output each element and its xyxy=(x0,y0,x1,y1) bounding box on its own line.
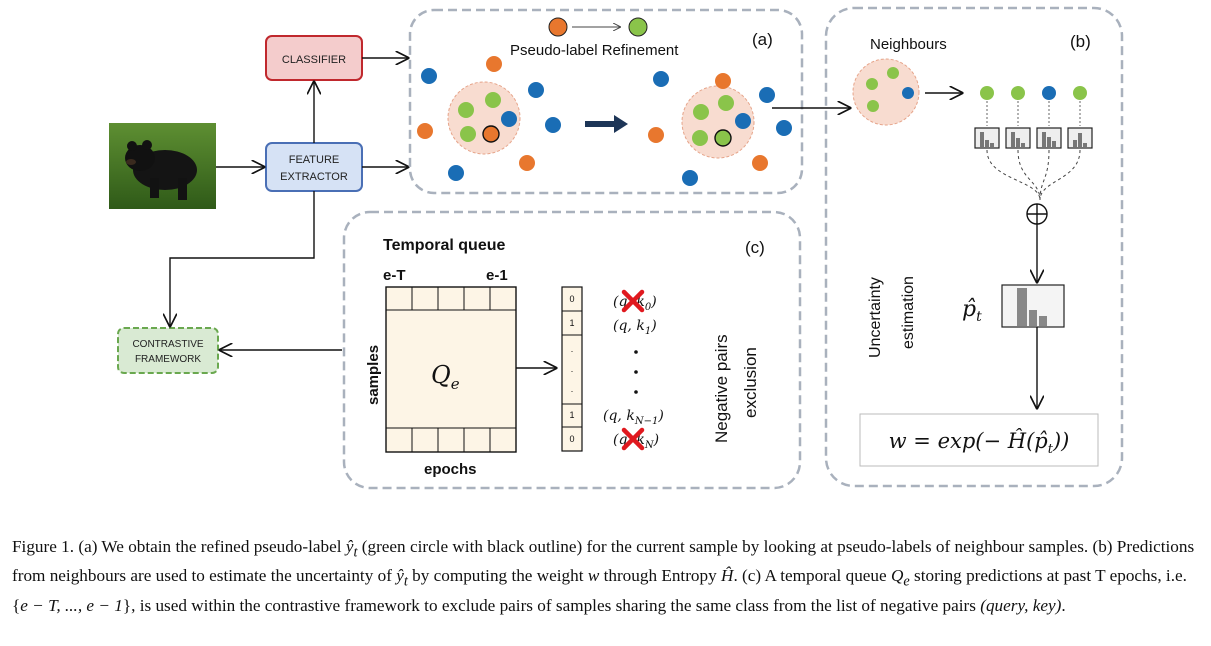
mask-bit: 0 xyxy=(569,294,574,304)
weight-formula-box: w = exp(− Ĥ(p̂t)) xyxy=(859,413,1099,467)
mask-bit: 1 xyxy=(569,410,574,420)
method-diagram: CLASSIFIER FEATURE EXTRACTOR CONTRASTIVE… xyxy=(109,6,1124,490)
uncertainty-label-2: estimation xyxy=(900,276,917,349)
epochs-label: epochs xyxy=(424,461,477,478)
bear-image xyxy=(109,123,216,209)
feature-extractor-box: FEATURE EXTRACTOR xyxy=(265,142,363,192)
negative-pairs-label-2: exclusion xyxy=(741,347,760,418)
exclude-x-icon xyxy=(621,289,645,313)
uncertainty-label-1: Uncertainty xyxy=(867,277,884,358)
contrastive-label-1: CONTRASTIVE xyxy=(132,339,203,350)
aggregated-histogram xyxy=(1001,284,1065,328)
classifier-label: CLASSIFIER xyxy=(282,54,346,66)
contrastive-framework-box: CONTRASTIVE FRAMEWORK xyxy=(117,327,219,374)
mask-bit: 1 xyxy=(569,318,574,328)
feature-extractor-label-1: FEATURE xyxy=(289,154,340,166)
mask-bit: . xyxy=(571,344,574,354)
mask-bit: 0 xyxy=(569,434,574,444)
pair-n-minus-1: (q, kN−1) xyxy=(603,408,664,427)
mask-bit: . xyxy=(571,384,574,394)
panel-b: (b) Neighbours xyxy=(824,6,1124,488)
negative-pairs-label-1: Negative pairs xyxy=(712,334,731,443)
panel-a-title: Pseudo-label Refinement xyxy=(510,42,679,59)
neighbour-predictions xyxy=(974,86,1093,201)
samples-label: samples xyxy=(365,345,382,405)
mask-bit: . xyxy=(571,364,574,374)
panel-b-tag: (b) xyxy=(1070,32,1091,51)
classifier-box: CLASSIFIER xyxy=(265,35,363,81)
queue-symbol: Qe xyxy=(431,361,460,393)
mask-vector: 0 1 . . . 1 0 xyxy=(561,286,583,452)
queue-matrix: Qe xyxy=(385,286,517,453)
flow-arrows xyxy=(170,58,408,350)
weight-formula: w = exp(− Ĥ(p̂t)) xyxy=(889,429,1070,457)
neighbours-label: Neighbours xyxy=(870,36,947,53)
figure-caption: Figure 1. (a) We obtain the refined pseu… xyxy=(12,537,1195,615)
temporal-queue-title: Temporal queue xyxy=(383,237,505,254)
pair-1: (q, k1) xyxy=(613,318,657,337)
contrastive-label-2: FRAMEWORK xyxy=(135,354,201,365)
panel-a: (a) Pseudo-label Refinement xyxy=(408,8,804,195)
exclude-x-icon xyxy=(621,427,645,451)
panel-a-tag: (a) xyxy=(752,30,773,49)
e-end-label: e-1 xyxy=(486,267,508,284)
pair-list: (q, k0) (q, k1) (q, kN−1) (q, kN) xyxy=(603,294,664,451)
sum-operator xyxy=(1026,203,1048,282)
panel-c: (c) Temporal queue e-T e-1 samples epoch… xyxy=(342,210,802,490)
p-hat-label: p̂t xyxy=(962,297,982,325)
panel-c-tag: (c) xyxy=(745,238,765,257)
e-start-label: e-T xyxy=(383,267,406,284)
feature-extractor-label-2: EXTRACTOR xyxy=(280,171,348,183)
